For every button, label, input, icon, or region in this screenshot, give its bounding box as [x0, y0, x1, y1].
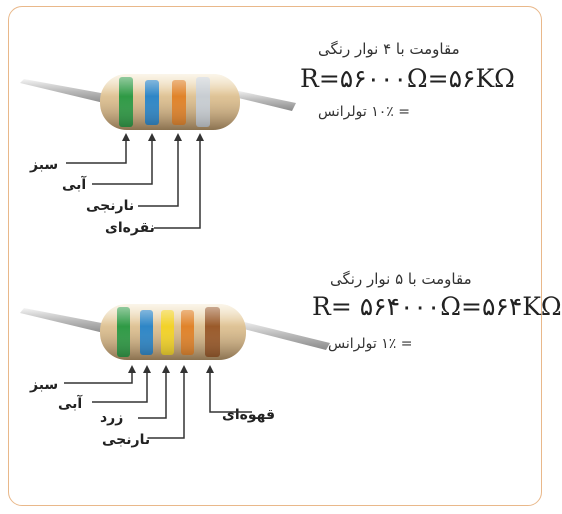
r1-label-blue: آبی: [62, 177, 87, 193]
r1-arrowheads: [122, 133, 204, 141]
r1-label-silver: نقره‌ای: [105, 220, 155, 236]
r1-label-green: سبز: [30, 157, 59, 173]
r2-title: مقاومت با ۵ نوار رنگی: [330, 270, 472, 288]
r1-label-orange: نارنجی: [86, 198, 135, 214]
r2-label-orange: نارنجی: [102, 432, 151, 448]
diagram-canvas: [20, 74, 330, 439]
resistor-4band: [20, 74, 296, 130]
r1-title: مقاومت با ۴ نوار رنگی: [318, 40, 460, 58]
r2-label-brown: قهوه‌ای: [222, 407, 276, 423]
r1-tolerance: = ۱۰٪ تولرانس: [318, 104, 410, 120]
r2-tolerance: = ۱٪ تولرانس: [328, 336, 413, 352]
r2-leader-lines: [64, 370, 252, 439]
r2-formula: R= ۵۶۴۰۰۰Ω=۵۶۴KΩ: [312, 292, 562, 321]
r2-label-yellow: زرد: [100, 410, 124, 426]
r1-leader-lines: [66, 137, 201, 229]
r2-arrowheads: [128, 365, 214, 373]
figure-frame: [8, 6, 542, 506]
r2-label-green: سبز: [30, 377, 59, 393]
resistor-5band: [20, 304, 330, 360]
r1-formula: R=۵۶۰۰۰Ω=۵۶KΩ: [300, 64, 515, 93]
r2-label-blue: آبی: [58, 396, 83, 412]
